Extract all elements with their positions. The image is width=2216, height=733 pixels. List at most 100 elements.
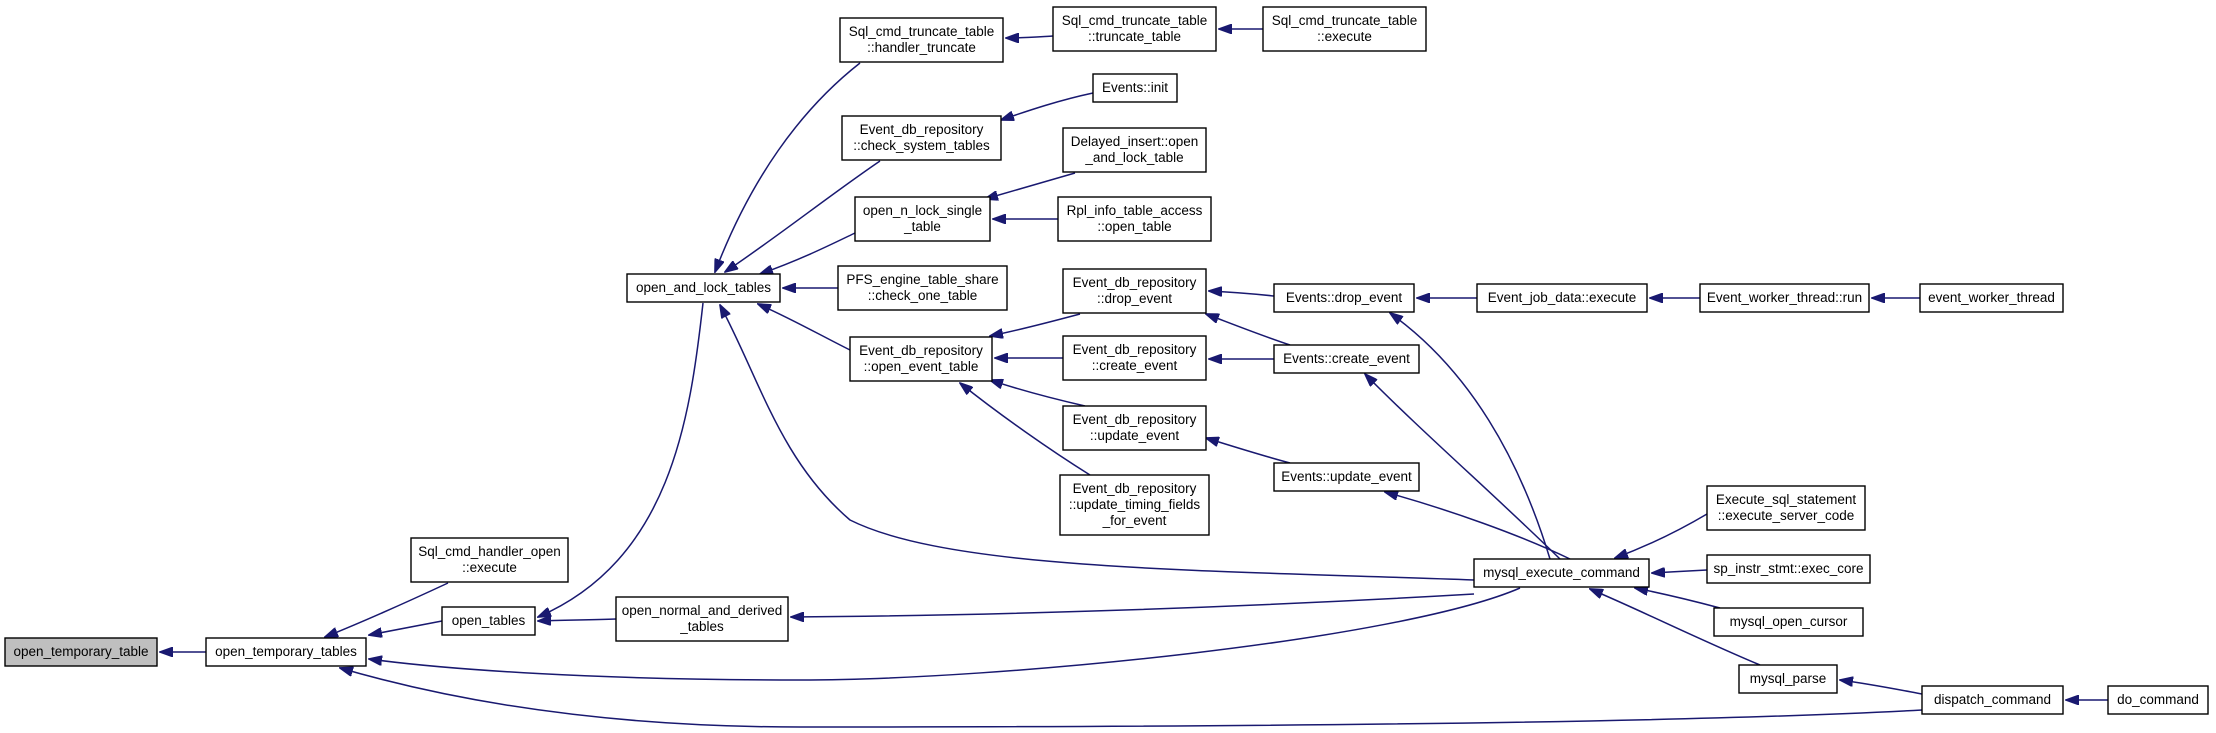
node-box[interactable] xyxy=(1052,6,1217,52)
node-box[interactable] xyxy=(1262,6,1427,52)
node-box[interactable] xyxy=(1092,73,1178,103)
node-label: ::open_event_table xyxy=(864,359,979,374)
node-sql_cmd_truncate_table_execute[interactable]: Sql_cmd_truncate_table::execute xyxy=(1262,6,1427,52)
node-box[interactable] xyxy=(1713,607,1864,637)
node-open_and_lock_tables[interactable]: open_and_lock_tables xyxy=(626,273,781,303)
nodes-layer: open_temporary_table open_temporary_table… xyxy=(4,6,2209,715)
node-box[interactable] xyxy=(1062,405,1207,451)
node-label: Event_db_repository xyxy=(859,343,983,358)
node-events_update_event[interactable]: Events::update_event xyxy=(1273,462,1420,492)
node-event_job_data_execute[interactable]: Event_job_data::execute xyxy=(1476,283,1648,313)
node-box[interactable] xyxy=(441,606,536,636)
edge-mysql_execute_command-to-open_and_lock_tables xyxy=(720,305,1475,581)
node-open_tables[interactable]: open_tables xyxy=(441,606,536,636)
node-execute_sql_statement_execute_server_code[interactable]: Execute_sql_statement::execute_server_co… xyxy=(1706,485,1866,531)
edge-open_n_lock_single_table-to-open_and_lock_tables xyxy=(760,232,856,274)
node-box[interactable] xyxy=(1062,335,1207,381)
node-sp_instr_stmt_exec_core[interactable]: sp_instr_stmt::exec_core xyxy=(1706,554,1871,584)
node-events_drop_event[interactable]: Events::drop_event xyxy=(1273,283,1415,313)
node-delayed_insert_open_and_lock_table[interactable]: Delayed_insert::open_and_lock_table xyxy=(1062,127,1207,173)
node-box[interactable] xyxy=(854,196,991,242)
node-label: open_and_lock_tables xyxy=(636,280,771,295)
node-box[interactable] xyxy=(615,596,789,642)
node-open_n_lock_single_table[interactable]: open_n_lock_single_table xyxy=(854,196,991,242)
node-label: open_n_lock_single xyxy=(863,203,982,218)
node-event_db_repository_check_system_tables[interactable]: Event_db_repository::check_system_tables xyxy=(841,115,1002,161)
node-mysql_execute_command[interactable]: mysql_execute_command xyxy=(1473,558,1650,588)
node-events_init[interactable]: Events::init xyxy=(1092,73,1178,103)
node-box[interactable] xyxy=(1062,127,1207,173)
node-label: Events::create_event xyxy=(1283,351,1410,366)
node-mysql_open_cursor[interactable]: mysql_open_cursor xyxy=(1713,607,1864,637)
node-label: Events::update_event xyxy=(1281,469,1412,484)
node-box[interactable] xyxy=(837,265,1008,311)
node-box[interactable] xyxy=(1273,462,1420,492)
edge-event_db_repository_update_timing_fields_for_event-to-event_db_repository_open_event_table xyxy=(960,383,1091,476)
edge-event_db_repository_update_event-to-event_db_repository_open_event_table xyxy=(990,380,1086,407)
node-label: Rpl_info_table_access xyxy=(1067,203,1203,218)
node-open_normal_and_derived_tables[interactable]: open_normal_and_derived_tables xyxy=(615,596,789,642)
node-open_temporary_tables[interactable]: open_temporary_tables xyxy=(205,637,367,667)
node-label: Event_db_repository xyxy=(1073,275,1197,290)
edge-event_db_repository_open_event_table-to-open_and_lock_tables xyxy=(758,304,851,351)
node-events_create_event[interactable]: Events::create_event xyxy=(1273,344,1420,374)
edge-execute_sql_statement_execute_server_code-to-mysql_execute_command xyxy=(1615,513,1708,558)
node-box[interactable] xyxy=(1706,554,1871,584)
node-box[interactable] xyxy=(626,273,781,303)
node-rpl_info_table_access_open_table[interactable]: Rpl_info_table_access::open_table xyxy=(1057,196,1212,242)
node-event_db_repository_open_event_table[interactable]: Event_db_repository::open_event_table xyxy=(849,336,993,382)
node-box[interactable] xyxy=(841,115,1002,161)
node-box[interactable] xyxy=(1273,344,1420,374)
node-box[interactable] xyxy=(205,637,367,667)
node-event_worker_thread[interactable]: event_worker_thread xyxy=(1919,283,2064,313)
node-label: ::check_system_tables xyxy=(853,138,990,153)
node-label: event_worker_thread xyxy=(1928,290,2055,305)
node-box[interactable] xyxy=(1921,685,2064,715)
node-box[interactable] xyxy=(1699,283,1870,313)
node-label: ::update_timing_fields xyxy=(1069,497,1201,512)
node-event_db_repository_create_event[interactable]: Event_db_repository::create_event xyxy=(1062,335,1207,381)
node-event_db_repository_update_event[interactable]: Event_db_repository::update_event xyxy=(1062,405,1207,451)
node-pfs_engine_table_share_check_one_table[interactable]: PFS_engine_table_share::check_one_table xyxy=(837,265,1008,311)
node-box[interactable] xyxy=(410,537,569,583)
node-box[interactable] xyxy=(1473,558,1650,588)
node-label: _tables xyxy=(679,619,724,634)
node-label: ::handler_truncate xyxy=(867,40,976,55)
node-label: Execute_sql_statement xyxy=(1716,492,1857,507)
edge-dispatch_command-to-open_temporary_tables xyxy=(340,668,1923,728)
node-mysql_parse[interactable]: mysql_parse xyxy=(1738,664,1838,694)
node-event_db_repository_drop_event[interactable]: Event_db_repository::drop_event xyxy=(1062,268,1207,314)
node-box[interactable] xyxy=(4,637,158,667)
node-event_worker_thread_run[interactable]: Event_worker_thread::run xyxy=(1699,283,1870,313)
node-sql_cmd_truncate_table_truncate_table[interactable]: Sql_cmd_truncate_table::truncate_table xyxy=(1052,6,1217,52)
node-label: ::update_event xyxy=(1090,428,1180,443)
node-open_temporary_table[interactable]: open_temporary_table xyxy=(4,637,158,667)
node-box[interactable] xyxy=(1057,196,1212,242)
node-box[interactable] xyxy=(1059,474,1210,536)
node-label: sp_instr_stmt::exec_core xyxy=(1713,561,1863,576)
edge-sql_cmd_handler_open_execute-to-open_temporary_tables xyxy=(325,582,449,637)
node-box[interactable] xyxy=(2107,685,2209,715)
edge-events_drop_event-to-event_db_repository_drop_event xyxy=(1209,291,1275,297)
node-label: ::execute xyxy=(1317,29,1372,44)
node-label: Event_db_repository xyxy=(1073,342,1197,357)
node-label: open_temporary_table xyxy=(13,644,148,659)
node-event_db_repository_update_timing_fields_for_event[interactable]: Event_db_repository::update_timing_field… xyxy=(1059,474,1210,536)
node-label: _for_event xyxy=(1102,513,1167,528)
node-label: ::check_one_table xyxy=(868,288,978,303)
node-box[interactable] xyxy=(1919,283,2064,313)
node-box[interactable] xyxy=(839,17,1004,63)
node-box[interactable] xyxy=(1738,664,1838,694)
node-label: do_command xyxy=(2117,692,2199,707)
node-box[interactable] xyxy=(849,336,993,382)
node-sql_cmd_truncate_table_handler_truncate[interactable]: Sql_cmd_truncate_table::handler_truncate xyxy=(839,17,1004,63)
node-do_command[interactable]: do_command xyxy=(2107,685,2209,715)
edge-mysql_execute_command-to-events_drop_event xyxy=(1390,313,1551,560)
node-box[interactable] xyxy=(1706,485,1866,531)
node-box[interactable] xyxy=(1273,283,1415,313)
node-box[interactable] xyxy=(1476,283,1648,313)
node-box[interactable] xyxy=(1062,268,1207,314)
node-sql_cmd_handler_open_execute[interactable]: Sql_cmd_handler_open::execute xyxy=(410,537,569,583)
node-dispatch_command[interactable]: dispatch_command xyxy=(1921,685,2064,715)
edge-mysql_execute_command-to-events_create_event xyxy=(1365,374,1561,560)
